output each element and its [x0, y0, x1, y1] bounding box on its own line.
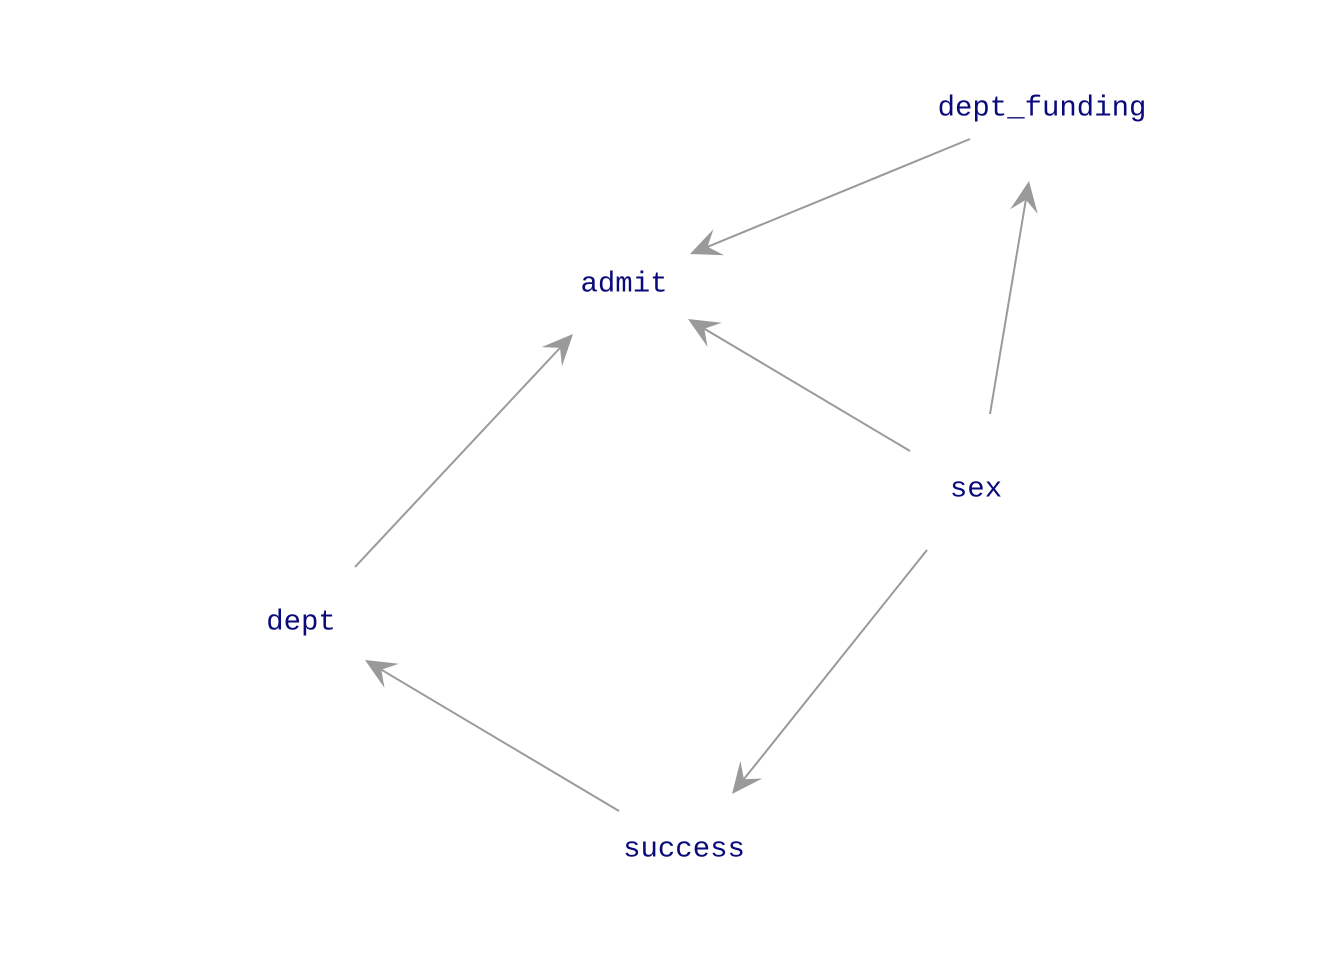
edge-success-to-dept — [365, 660, 620, 812]
edge-line — [707, 138, 971, 248]
edge-line — [989, 199, 1027, 415]
node-sex: sex — [950, 473, 1002, 506]
edge-dept_funding-to-admit — [690, 138, 971, 256]
edge-sex-to-admit — [688, 319, 911, 452]
arrowhead — [1010, 181, 1038, 214]
node-admit: admit — [580, 268, 667, 301]
edge-sex-to-dept_funding — [989, 181, 1038, 415]
edge-line — [743, 549, 928, 780]
edge-line — [380, 668, 620, 812]
edge-dept-to-admit — [354, 334, 573, 568]
node-dept-funding: dept_funding — [938, 92, 1147, 125]
edge-sex-to-success — [732, 549, 928, 794]
arrowhead — [365, 660, 399, 688]
edge-line — [703, 327, 911, 452]
node-dept: dept — [266, 606, 336, 639]
node-success: success — [623, 833, 745, 866]
edges-layer — [354, 138, 1038, 812]
arrowhead — [732, 761, 763, 794]
arrowhead — [690, 229, 724, 256]
arrowhead — [541, 334, 573, 367]
arrowhead — [688, 319, 722, 347]
edge-line — [354, 347, 561, 568]
